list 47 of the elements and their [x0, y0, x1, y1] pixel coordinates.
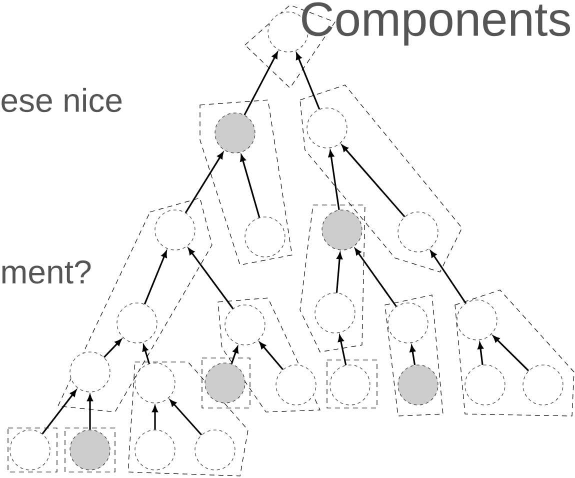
- slide-title: Components: [302, 2, 570, 46]
- hatched-circle: [116, 302, 158, 344]
- hatched-circle: [330, 364, 370, 406]
- hatched-circle: [134, 362, 176, 404]
- filled-circle: [398, 364, 438, 406]
- arrow: [103, 339, 122, 358]
- hatched-circle: [154, 210, 196, 250]
- bullet-text: ese nice: [2, 88, 122, 112]
- bullet-text: ment?: [2, 260, 91, 284]
- arrow: [336, 252, 342, 293]
- arrow: [354, 248, 397, 307]
- hatched-circle: [398, 212, 438, 252]
- hatched-circle: [10, 430, 50, 470]
- hatched-circle: [70, 352, 110, 392]
- filled-circle: [214, 112, 256, 154]
- arrow: [170, 400, 202, 436]
- hatched-circle: [276, 364, 316, 406]
- arrow: [478, 342, 484, 365]
- arrow: [338, 335, 347, 366]
- hatched-circle: [456, 300, 498, 340]
- arrow: [188, 248, 234, 310]
- arrow: [410, 345, 416, 366]
- arrow: [144, 250, 167, 304]
- arrow: [87, 394, 93, 430]
- arrow: [42, 390, 76, 434]
- arrow: [240, 154, 260, 218]
- hatched-circle: [224, 304, 266, 346]
- hatched-circle: [194, 430, 236, 470]
- filled-circle: [322, 210, 362, 250]
- arrow: [492, 336, 530, 372]
- hatched-circle: [134, 430, 176, 470]
- hatched-circle: [244, 216, 286, 258]
- arrow: [342, 144, 406, 218]
- arrow: [328, 150, 340, 210]
- arrow: [430, 250, 466, 304]
- hatched-circle: [388, 302, 428, 344]
- hatched-circle: [314, 292, 356, 334]
- hatched-circle: [464, 364, 506, 406]
- arrow: [296, 52, 320, 110]
- arrow: [185, 152, 224, 214]
- hatched-circle: [522, 364, 564, 406]
- arrow: [152, 406, 158, 430]
- arrow: [230, 346, 238, 364]
- hatched-circle: [306, 108, 348, 148]
- arrow: [142, 344, 150, 364]
- arrow: [244, 52, 278, 116]
- arrow: [259, 342, 284, 370]
